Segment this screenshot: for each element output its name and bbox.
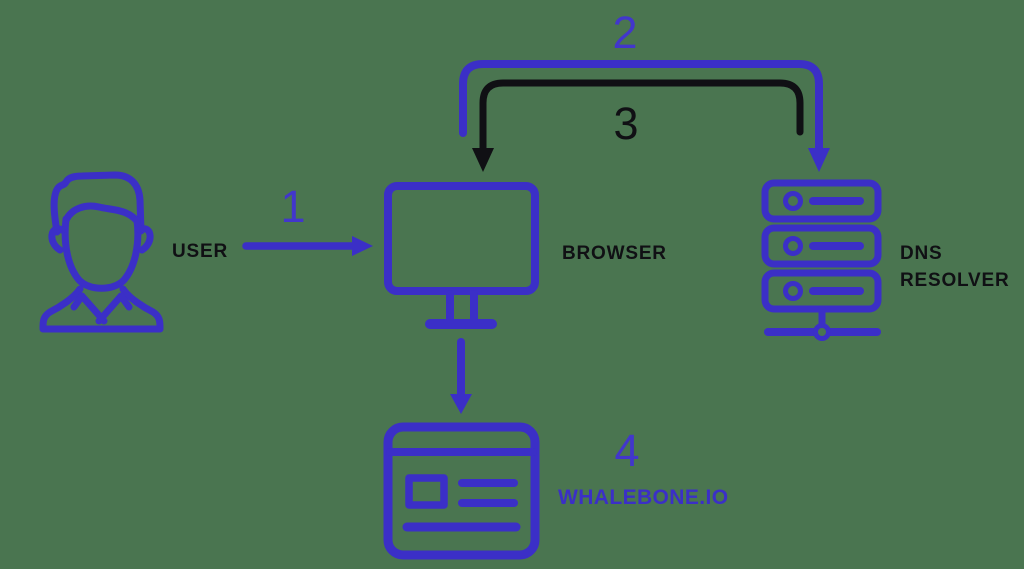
- arrow-step-1: [242, 236, 373, 256]
- browser-label: BROWSER: [562, 243, 667, 264]
- server-network-node: [813, 323, 831, 341]
- server-stack-icon: [761, 179, 882, 341]
- server-led-2: [783, 236, 803, 256]
- webpage-icon: [383, 422, 540, 560]
- step-4-number: 4: [614, 425, 639, 476]
- arrow-step-2-shaft: [459, 60, 823, 152]
- step-1-number: 1: [280, 181, 305, 232]
- user-shoulders: [39, 285, 164, 333]
- dns-resolver-label-line1: DNS: [900, 243, 943, 264]
- webpage-frame: [383, 422, 540, 560]
- arrow-step-2-head: [808, 148, 830, 172]
- step-2-number: 2: [612, 7, 637, 58]
- user-right-ear: [136, 225, 154, 254]
- monitor-stand-legs: [446, 290, 478, 323]
- monitor-screen: [384, 182, 539, 295]
- user-icon: [39, 171, 164, 333]
- user-hair-outline: [50, 171, 145, 236]
- monitor-icon: [384, 182, 539, 329]
- whalebone-label: WHALEBONE.IO: [558, 486, 728, 509]
- arrow-step-3-head: [472, 148, 494, 172]
- arrow-step-3: [472, 79, 804, 172]
- server-led-3: [783, 281, 803, 301]
- arrow-step-4-head: [450, 394, 472, 414]
- dns-resolver-label-line2: RESOLVER: [900, 270, 1010, 291]
- arrow-step-2: [459, 60, 830, 172]
- user-hairline: [62, 202, 141, 225]
- user-face: [61, 215, 142, 292]
- server-led-1: [783, 191, 803, 211]
- webpage-image-block: [405, 474, 448, 509]
- arrow-step-3-shaft: [479, 79, 804, 152]
- arrow-step-1-head: [352, 236, 373, 256]
- user-left-ear: [48, 225, 66, 254]
- user-collar: [70, 292, 133, 325]
- server-unit-1: [761, 179, 882, 223]
- step-3-number: 3: [613, 98, 638, 149]
- arrow-step-4: [450, 338, 472, 414]
- user-label: USER: [172, 241, 228, 262]
- server-unit-2: [761, 224, 882, 268]
